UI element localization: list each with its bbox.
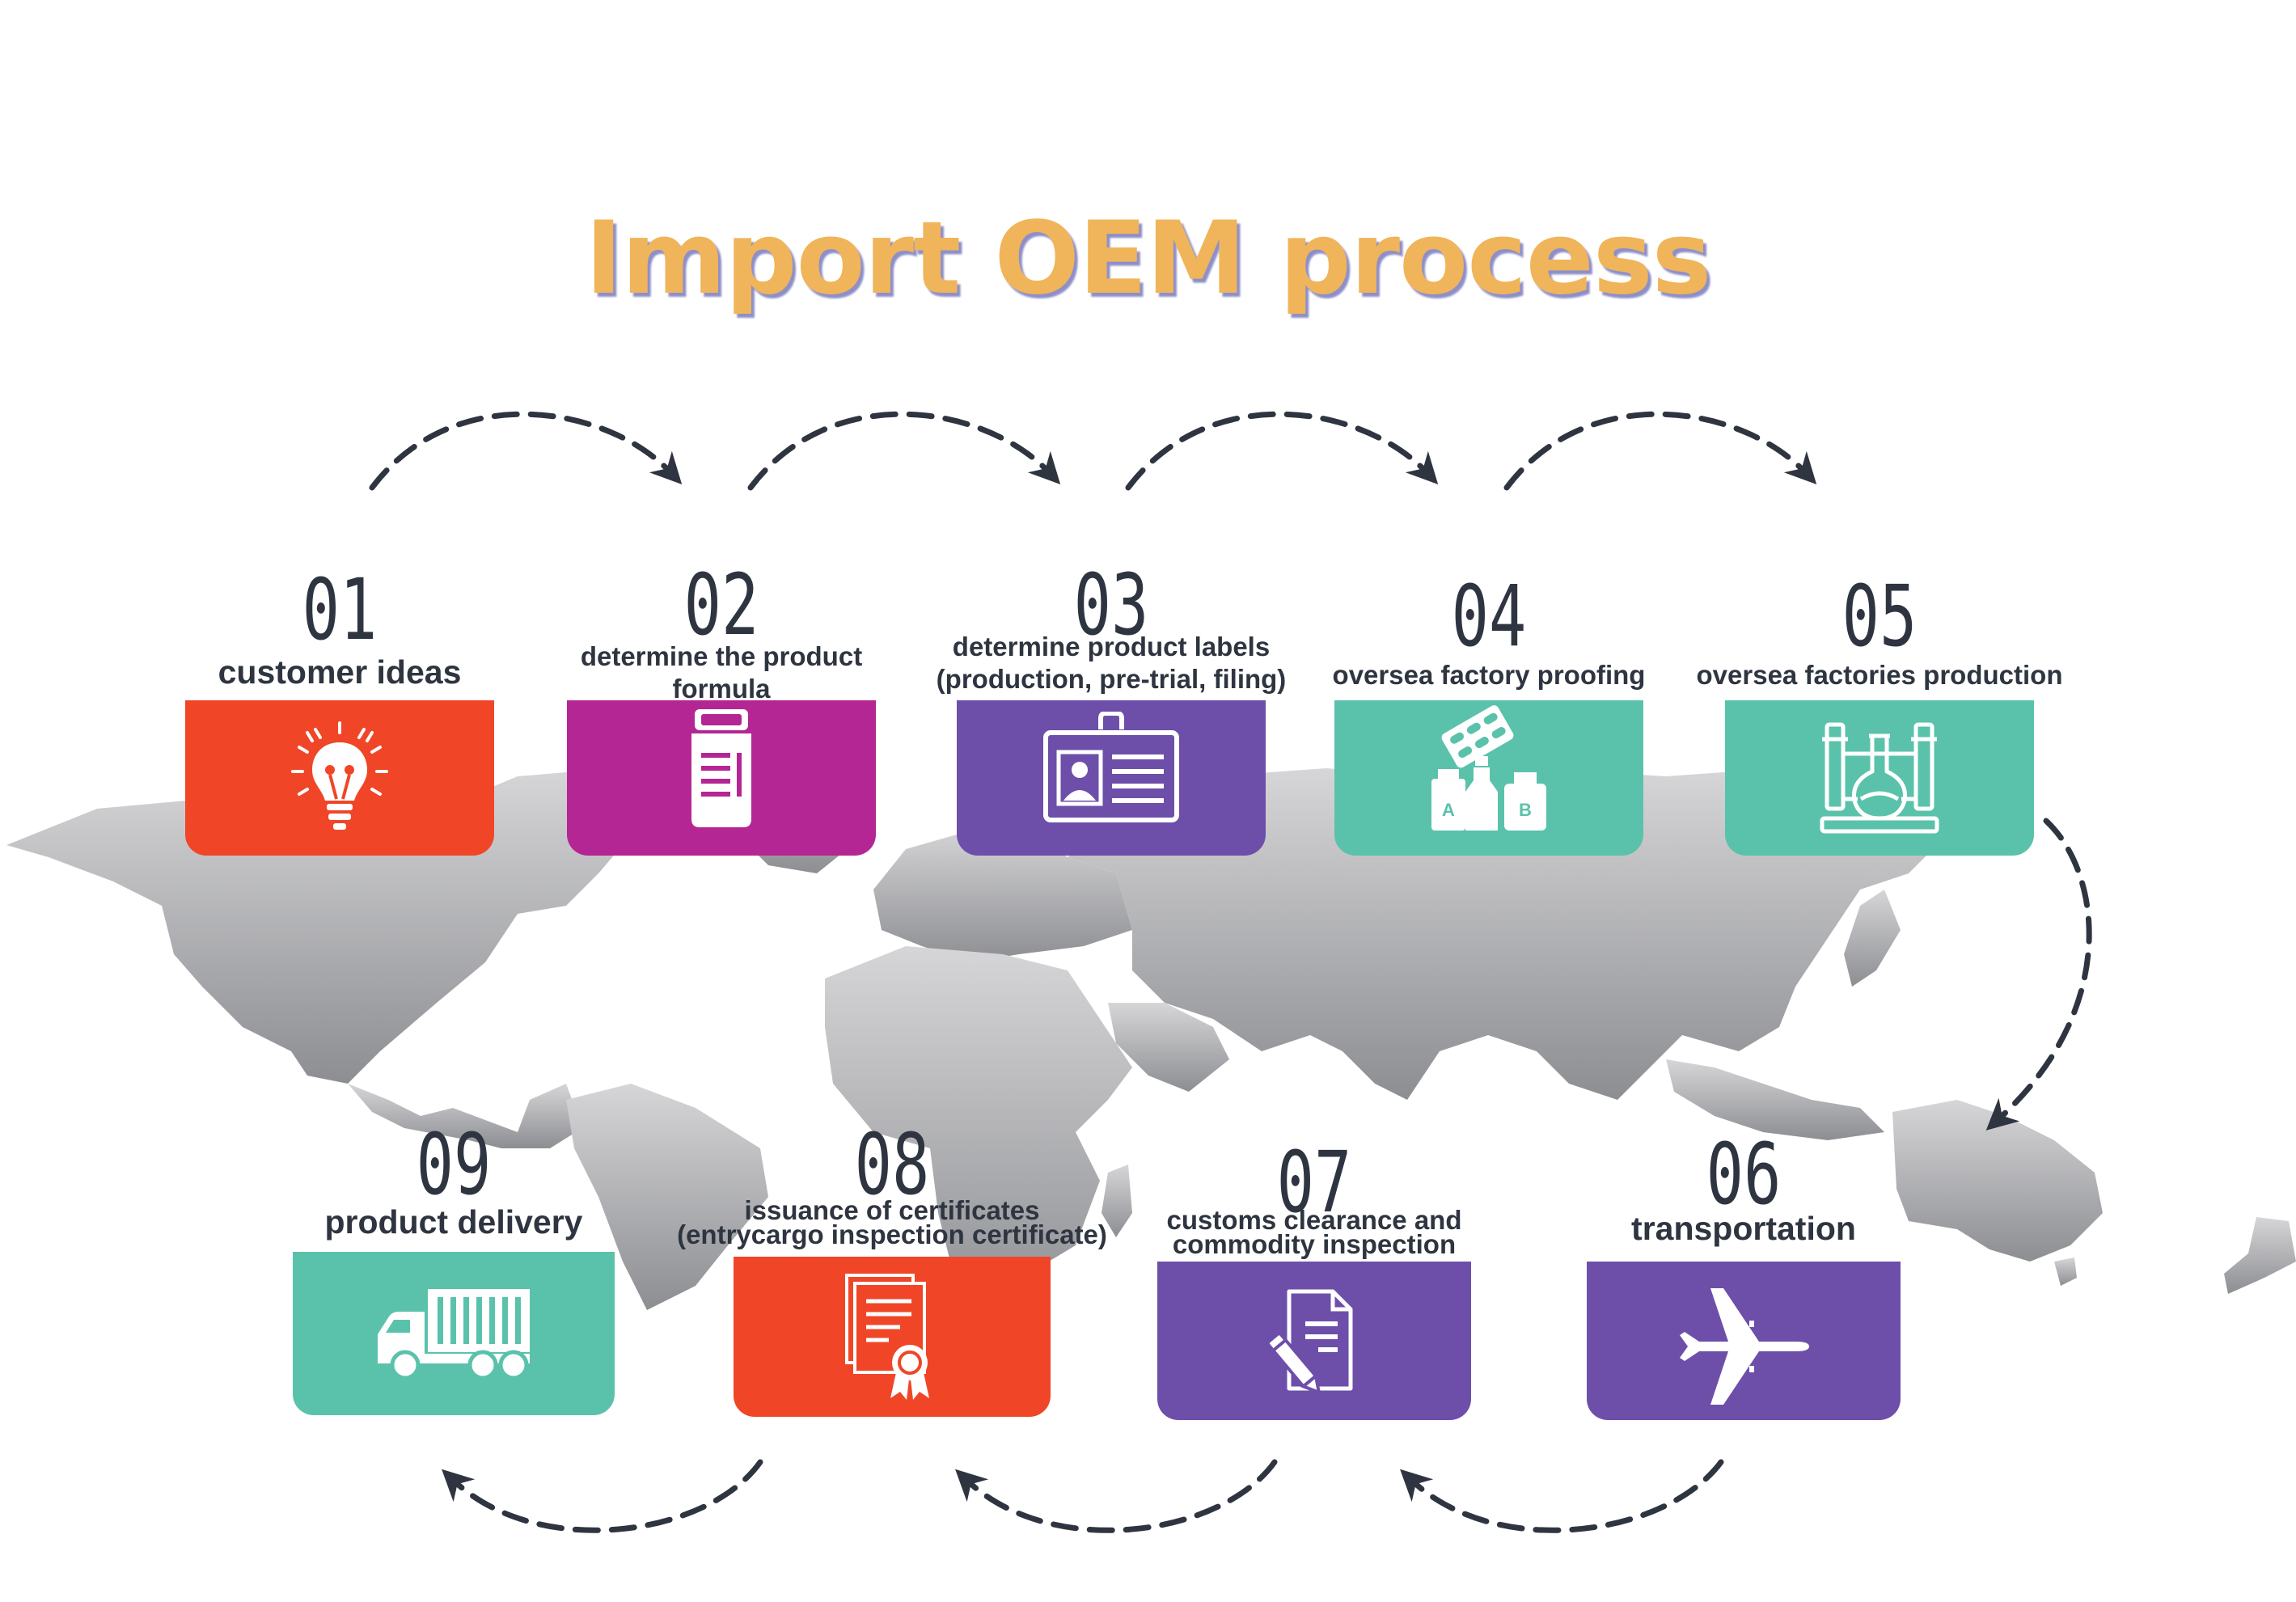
europe-shape: [873, 825, 1132, 962]
step-01: 01 customer ideas: [185, 566, 494, 856]
airplane-icon: [1680, 1288, 1809, 1405]
svg-text:B: B: [1519, 800, 1532, 820]
southeast-asia-islands-shape: [1666, 1059, 1884, 1140]
africa-shape: [825, 946, 1132, 1326]
tasmania-shape: [2054, 1258, 2077, 1286]
step-box: A B: [1334, 700, 1643, 856]
step-04: 04 oversea factory proofing A B: [1333, 566, 1645, 856]
step-label-text: product delivery: [324, 1203, 583, 1241]
step-number: 02: [683, 556, 759, 654]
arrow-04-to-05: [1503, 411, 1817, 491]
step-label-text: oversea factories production: [1696, 660, 2063, 690]
step-box: [567, 700, 876, 856]
arrow-05-to-06: [1985, 818, 2092, 1131]
step-label: issuance of certificates (entrycargo ins…: [677, 1195, 1107, 1249]
new-zealand-shape: [2224, 1217, 2296, 1294]
step-box: [1157, 1262, 1471, 1420]
step-label: oversea factory proofing: [1278, 660, 1700, 691]
step-box: [1725, 700, 2034, 856]
asia-shape: [1068, 768, 1941, 1100]
medicine-bottles-icon: A B: [1431, 705, 1546, 831]
step-05: 05 oversea factories production: [1697, 566, 2062, 856]
step-box: [957, 700, 1266, 856]
arrow-01-to-02: [369, 411, 683, 491]
japan-shape: [1844, 890, 1901, 987]
laboratory-flask-icon: [1820, 722, 1939, 834]
step-label-line-1: customs clearance and: [1166, 1205, 1462, 1235]
step-label: oversea factories production: [1668, 660, 2091, 691]
step-number: 04: [1451, 567, 1527, 666]
id-badge-icon: [1043, 712, 1179, 822]
step-label-line-2: (production, pre-trial, filing): [936, 664, 1287, 694]
delivery-truck-icon: [378, 1289, 530, 1380]
step-label: customer ideas: [129, 653, 551, 691]
step-label-line-2: formula: [672, 674, 771, 704]
arrow-03-to-04: [1125, 411, 1439, 491]
step-label-line-1: determine the product: [580, 641, 863, 671]
certificate-icon: [845, 1274, 929, 1400]
svg-text:A: A: [1442, 800, 1455, 820]
step-box: [185, 700, 494, 856]
south-america-shape: [566, 1084, 768, 1310]
step-box: [293, 1252, 615, 1415]
step-label: determine the product formula: [510, 640, 932, 705]
page-title: Import OEM process: [585, 201, 1712, 317]
madagascar-shape: [1101, 1165, 1132, 1237]
step-label-text: oversea factory proofing: [1332, 660, 1646, 690]
step-number: 08: [854, 1115, 930, 1214]
supplement-bottle-icon: [691, 709, 751, 827]
step-number: 05: [1841, 567, 1918, 666]
step-06: 06 transportation: [1587, 1126, 1901, 1420]
arrow-06-to-07: [1400, 1459, 1724, 1533]
step-07: 07 customs clearance and commodity inspe…: [1157, 1126, 1471, 1420]
central-america-shape: [348, 1084, 582, 1148]
light-bulb-icon: [291, 721, 388, 830]
step-label-line-1: issuance of certificates: [744, 1195, 1040, 1225]
step-number: 06: [1706, 1125, 1782, 1224]
step-box: [1587, 1262, 1901, 1420]
step-09: 09 product delivery: [293, 1122, 615, 1415]
step-08: 08 issuance of certificates (entrycargo …: [677, 1122, 1107, 1417]
step-label: determine product labels (production, pr…: [900, 631, 1322, 695]
step-label-line-2: commodity inspection: [1172, 1229, 1457, 1259]
step-label-text: customer ideas: [218, 653, 462, 691]
step-label: product delivery: [236, 1203, 671, 1241]
step-box: [734, 1257, 1051, 1417]
step-number: 09: [416, 1115, 492, 1214]
step-label: customs clearance and commodity inspecti…: [1101, 1205, 1528, 1259]
australia-shape: [1892, 1100, 2103, 1262]
step-label: transportation: [1530, 1210, 1957, 1248]
arabian-peninsula-shape: [1108, 1003, 1229, 1092]
step-label-text: transportation: [1631, 1210, 1856, 1247]
step-label-line-2: (entrycargo inspection certificate): [677, 1219, 1107, 1249]
arrow-02-to-03: [747, 411, 1061, 491]
step-label-line-1: determine product labels: [952, 632, 1271, 662]
step-number: 07: [1276, 1133, 1352, 1232]
step-number: 01: [302, 560, 378, 659]
arrow-08-to-09: [442, 1459, 763, 1533]
step-02: 02 determine the product formula: [567, 556, 876, 856]
arrow-07-to-08: [955, 1459, 1278, 1533]
step-03: 03 determine product labels (production,…: [937, 556, 1286, 856]
document-pen-icon: [1270, 1289, 1353, 1393]
step-number: 03: [1073, 556, 1149, 654]
